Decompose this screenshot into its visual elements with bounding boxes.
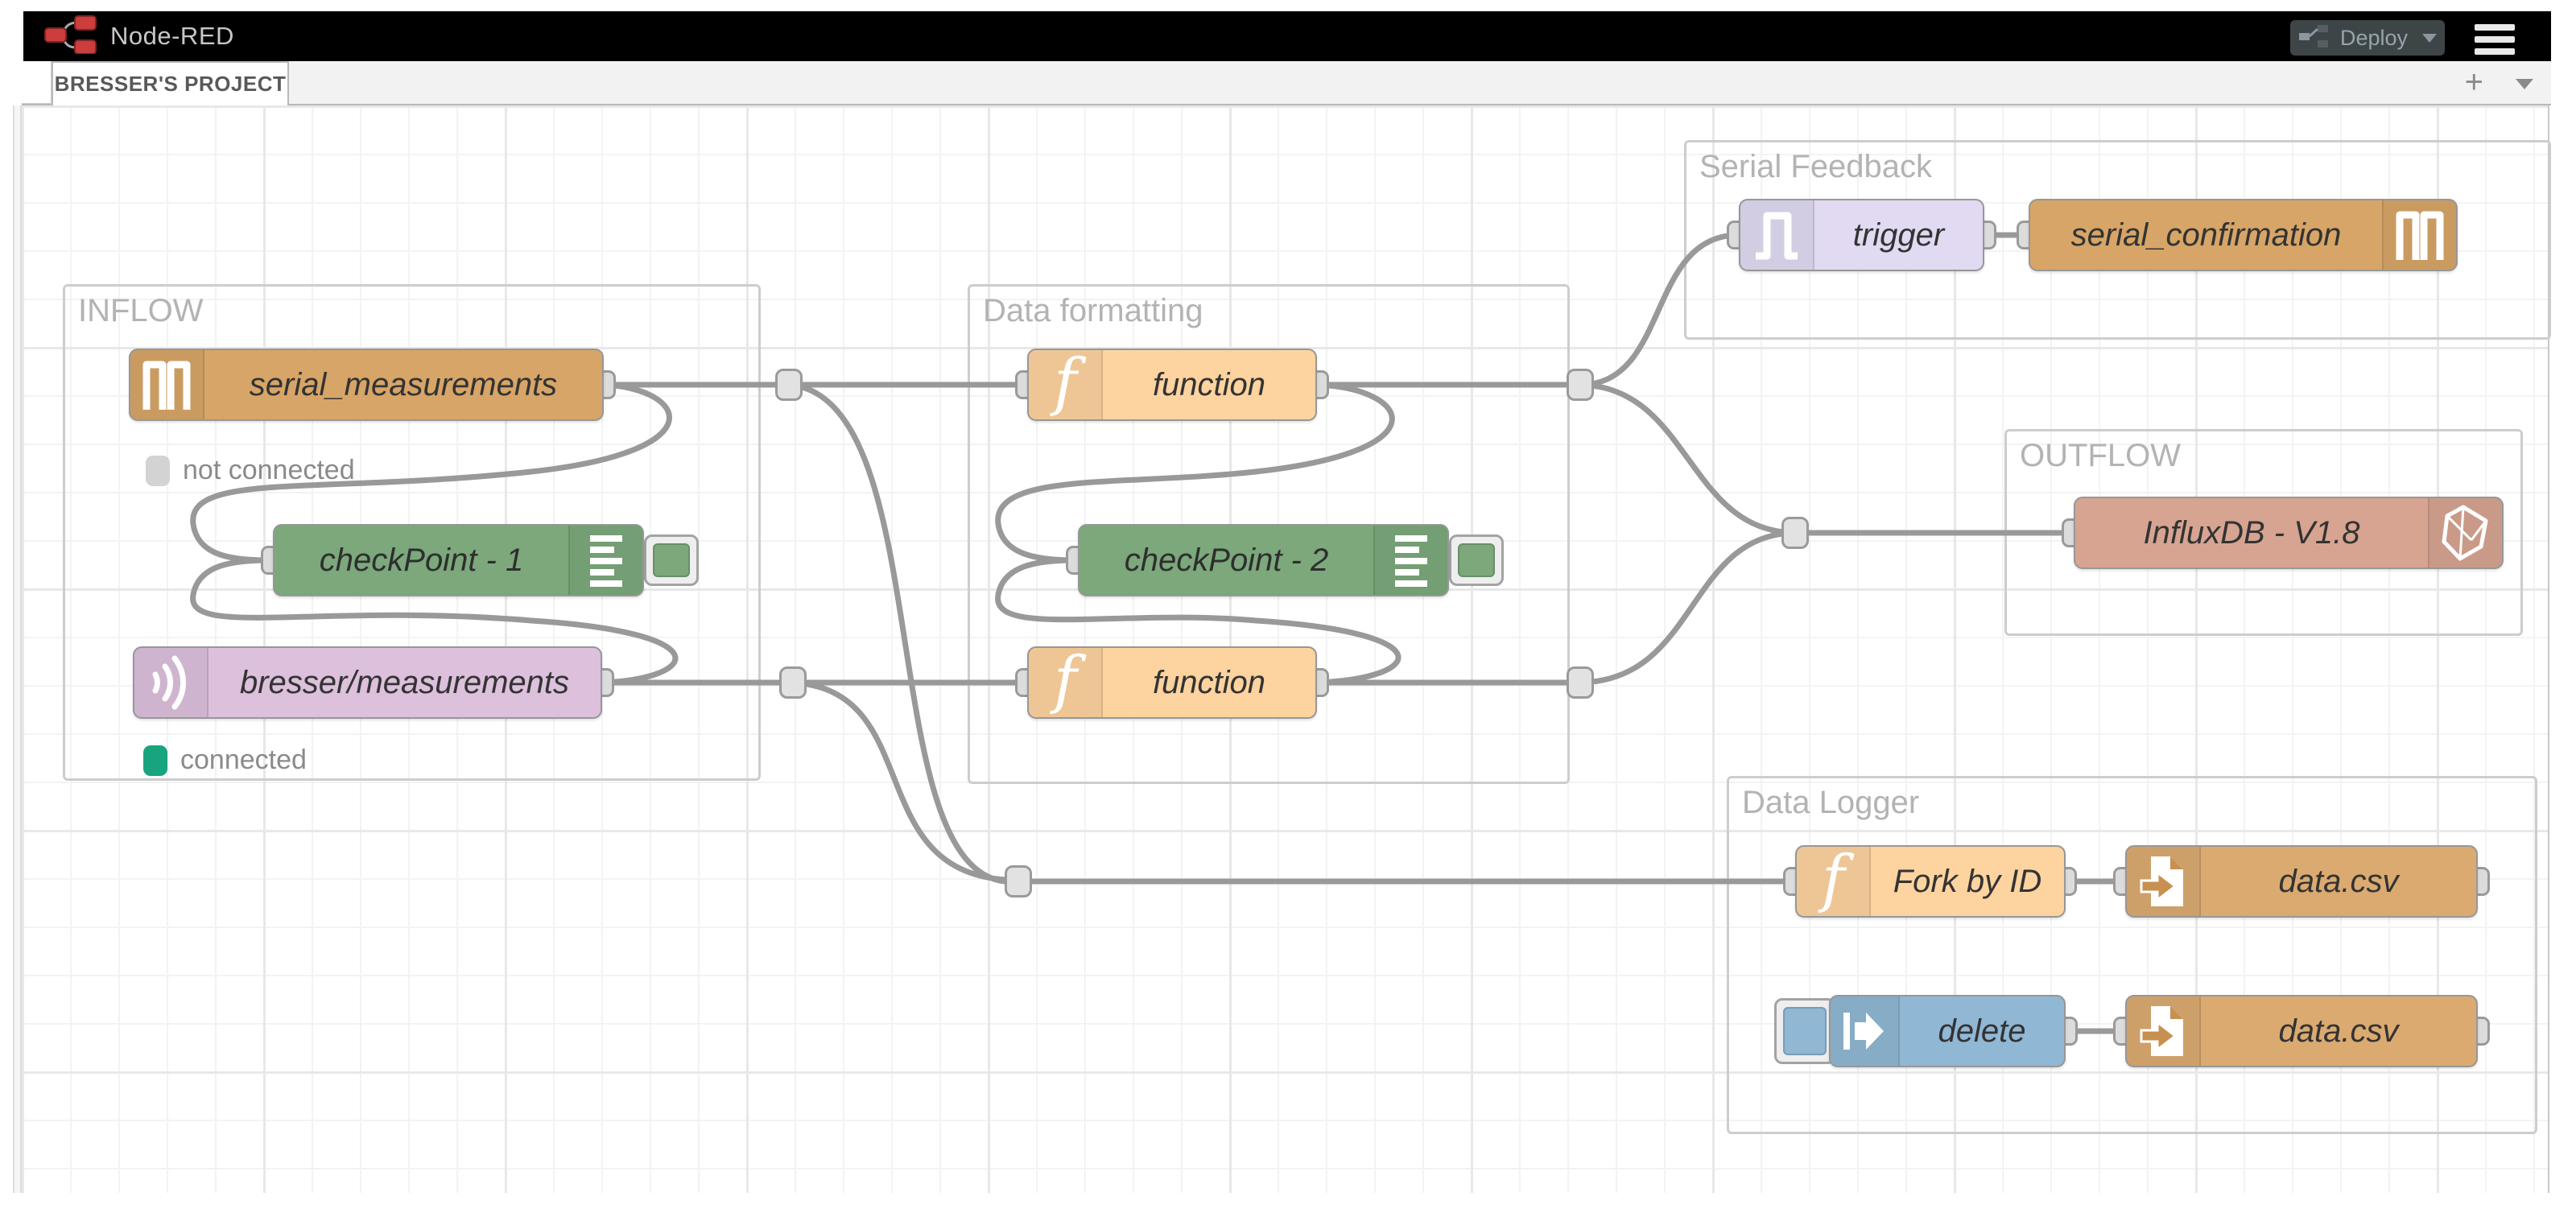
node-bresser-measurements[interactable]: bresser/measurements (133, 646, 602, 719)
wire[interactable] (1577, 232, 1742, 388)
serial-port-icon (2382, 200, 2456, 270)
wire[interactable] (995, 382, 1395, 563)
add-flow-button[interactable]: + (2464, 64, 2483, 100)
node-label: function (1152, 366, 1266, 402)
mqtt-signal-icon (134, 648, 208, 717)
node-label: Fork by ID (1893, 863, 2042, 899)
wire[interactable] (1577, 382, 1798, 536)
file-icon (2127, 847, 2201, 916)
wire[interactable] (190, 382, 672, 563)
link-node[interactable] (1567, 666, 1594, 699)
group-inflow[interactable]: INFLOW (63, 284, 761, 781)
status-dot-icon (143, 745, 167, 776)
function-icon: f (1029, 648, 1103, 717)
brand: Node-RED (44, 14, 234, 58)
node-data-csv-2[interactable]: data.csv (2125, 995, 2478, 1067)
node-label: serial_confirmation (2070, 217, 2342, 253)
link-node[interactable] (775, 369, 803, 401)
node-status: not connected (146, 455, 355, 486)
node-label: data.csv (2278, 1013, 2399, 1049)
group-data-logger-label: Data Logger (1742, 785, 1920, 820)
tabbar-left-notch (22, 61, 52, 104)
node-label: function (1152, 664, 1266, 700)
node-red-logo-icon (44, 14, 97, 58)
deploy-icon (2298, 23, 2330, 53)
wire[interactable] (190, 557, 679, 686)
link-node[interactable] (1781, 517, 1809, 549)
node-label: bresser/measurements (239, 664, 570, 700)
node-fork-by-id[interactable]: f Fork by ID (1795, 845, 2066, 918)
trigger-pulse-icon (1740, 200, 1814, 270)
link-node[interactable] (779, 666, 807, 699)
deploy-caret-icon[interactable] (2422, 33, 2438, 43)
node-label: checkPoint - 2 (1124, 542, 1329, 578)
tab-bressers-project[interactable]: BRESSER'S PROJECT (52, 61, 289, 105)
group-data-logger[interactable]: Data Logger (1727, 776, 2537, 1134)
node-label: InfluxDB - V1.8 (2143, 514, 2360, 551)
wire[interactable] (786, 382, 1008, 885)
link-node[interactable] (1005, 865, 1032, 897)
function-icon: f (1797, 847, 1871, 916)
workspace-tabbar: BRESSER'S PROJECT + (22, 61, 2551, 105)
main-menu-icon[interactable] (2475, 24, 2515, 55)
palette-edge-strip (13, 105, 22, 1193)
group-serial-feedback[interactable]: Serial Feedback (1684, 140, 2551, 340)
node-label: checkPoint - 1 (319, 542, 524, 578)
serial-port-icon (130, 350, 204, 419)
node-label: serial_measurements (249, 366, 558, 402)
link-node[interactable] (1567, 369, 1594, 401)
group-data-formatting-label: Data formatting (983, 293, 1203, 328)
svg-text:f: f (1050, 350, 1087, 419)
deploy-button[interactable]: Deploy (2290, 20, 2445, 56)
status-dot-icon (146, 455, 170, 486)
node-function-2[interactable]: f function (1027, 646, 1317, 719)
node-delete[interactable]: delete (1829, 995, 2066, 1067)
node-trigger[interactable]: trigger (1739, 199, 1984, 271)
node-serial-confirmation[interactable]: serial_confirmation (2029, 199, 2458, 271)
node-data-csv-1[interactable]: data.csv (2125, 845, 2478, 918)
node-checkpoint-1[interactable]: checkPoint - 1 (273, 524, 644, 596)
node-checkpoint-2[interactable]: checkPoint - 2 (1078, 524, 1449, 596)
svg-text:f: f (1818, 847, 1855, 915)
status-text: connected (180, 745, 307, 775)
svg-text:f: f (1050, 648, 1087, 716)
deploy-label: Deploy (2339, 25, 2409, 50)
canvas-right-border (2548, 105, 2549, 1193)
group-serial-feedback-label: Serial Feedback (1699, 149, 1933, 184)
debug-lines-icon (1373, 526, 1447, 595)
influxdb-icon (2428, 498, 2502, 567)
node-label: trigger (1852, 217, 1945, 253)
inject-arrow-icon (1831, 996, 1900, 1066)
wire[interactable] (790, 679, 1009, 883)
wire[interactable] (1577, 530, 1798, 686)
group-data-formatting[interactable]: Data formatting (968, 284, 1570, 784)
header-bar: Node-RED Deploy (23, 11, 2551, 61)
group-outflow-label: OUTFLOW (2020, 438, 2181, 473)
function-icon: f (1029, 350, 1103, 419)
node-label: delete (1938, 1013, 2026, 1049)
app-title: Node-RED (110, 22, 234, 50)
node-influxdb[interactable]: InfluxDB - V1.8 (2074, 497, 2504, 569)
node-label: data.csv (2278, 863, 2399, 899)
flow-canvas[interactable]: INFLOW Data formatting Serial Feedback O… (0, 105, 2576, 1193)
flow-list-caret-icon[interactable] (2516, 79, 2533, 89)
inject-button[interactable] (1774, 998, 1835, 1064)
node-function-1[interactable]: f function (1027, 349, 1317, 421)
status-text: not connected (183, 455, 355, 485)
wire[interactable] (995, 557, 1402, 686)
file-icon (2127, 996, 2201, 1066)
group-inflow-label: INFLOW (78, 293, 204, 328)
node-status: connected (143, 745, 307, 776)
debug-lines-icon (568, 526, 642, 595)
debug-toggle-button[interactable] (1449, 534, 1504, 586)
debug-toggle-button[interactable] (644, 534, 699, 586)
node-serial-measurements[interactable]: serial_measurements (129, 349, 604, 421)
